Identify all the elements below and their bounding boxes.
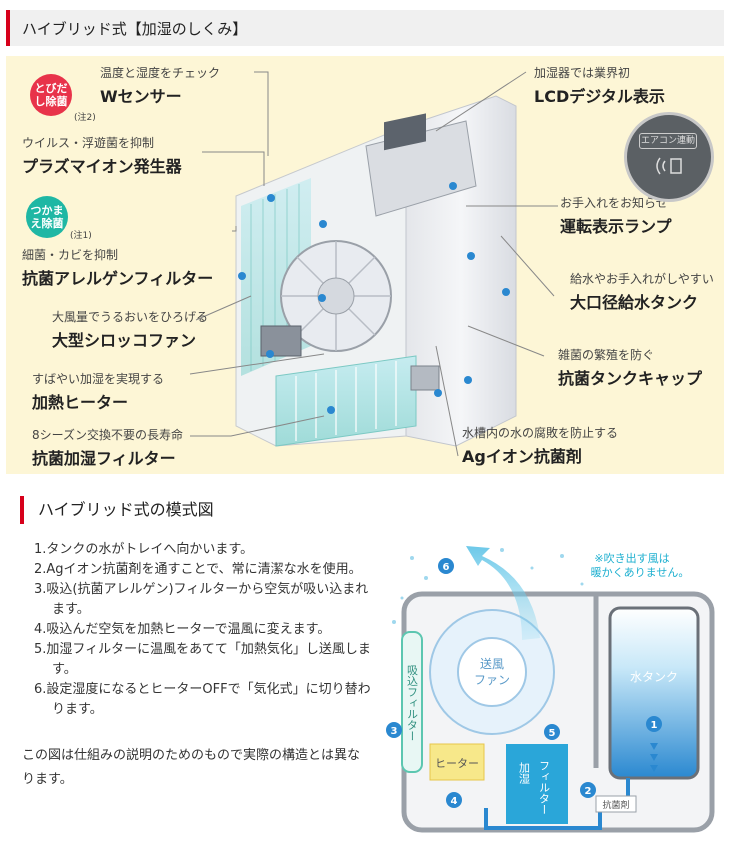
feature-sub: すばやい加湿を実現する: [32, 372, 165, 386]
diagram-note: この図は仕組みの説明のためのもので実際の構造とは異なります。: [22, 748, 361, 787]
sterilization-badge-catch: つかまえ除菌: [26, 196, 68, 238]
warm-note-1: ※吹き出す風は: [594, 551, 669, 565]
step-number-3: 3: [391, 726, 398, 737]
step-number-6: 6: [443, 562, 450, 573]
feature-sub: 雑菌の繁殖を防ぐ: [558, 348, 655, 362]
feature-sub: 8シーズン交換不要の長寿命: [32, 428, 184, 442]
feature-sub: 水槽内の水の腐敗を防止する: [462, 426, 619, 440]
tank-label: 水タンク: [630, 670, 678, 684]
aircon-link-button-illustration: エアコン連動: [624, 112, 714, 202]
section-title: ハイブリッド式【加湿のしくみ】: [22, 20, 248, 38]
feature-main: LCDデジタル表示: [534, 87, 665, 106]
callout-lines: [189, 71, 558, 457]
feature-water-tank: 給水やお手入れがしやすい 大口径給水タンク: [570, 270, 714, 313]
feature-sub: 大風量でうるおいをひろげる: [52, 310, 209, 324]
list-item: 1.タンクの水がトレイへ向かいます。: [34, 542, 254, 557]
feature-humid-filter: 8シーズン交換不要の長寿命 抗菌加湿フィルター: [32, 426, 183, 469]
section-title: ハイブリッド式の模式図: [38, 500, 214, 519]
list-item: 4.吸込んだ空気を加熱ヒーターで温風に変えます。: [34, 622, 331, 637]
feature-main: 大型シロッコファン: [52, 331, 197, 350]
feature-sub: ウイルス・浮遊菌を抑制: [22, 136, 155, 150]
badge-note: (注1): [70, 231, 92, 241]
antibac-label: 抗菌剤: [602, 799, 629, 811]
list-item: 6.設定湿度になるとヒーターOFFで「気化式」に切り替わります。: [34, 682, 371, 717]
feature-sub: 温度と湿度をチェック: [100, 66, 221, 80]
list-item: 5.加湿フィルターに温風をあてて「加熱気化」し送風します。: [34, 642, 371, 677]
section-header-diagram: ハイブリッド式の模式図: [20, 496, 214, 524]
badge-text: とびだし除菌: [34, 82, 68, 108]
warm-note-2: 暖かくありません。: [591, 566, 690, 579]
fan-label-2: ファン: [474, 673, 510, 687]
feature-status-lamp: お手入れをお知らせ 運転表示ランプ: [560, 194, 672, 237]
heater-label: ヒーター: [435, 757, 479, 770]
feature-main: Agイオン抗菌剤: [462, 447, 582, 466]
list-item: 3.吸込(抗菌アレルゲン)フィルターから空気が吸い込まれます。: [34, 582, 369, 617]
badge-text: つかまえ除菌: [30, 204, 64, 230]
section-header-mechanism: ハイブリッド式【加湿のしくみ】: [6, 10, 724, 46]
feature-sub: 細菌・カビを抑制: [22, 248, 119, 262]
feature-sub: 給水やお手入れがしやすい: [570, 272, 714, 286]
feature-ag-ion: 水槽内の水の腐敗を防止する Agイオン抗菌剤: [462, 424, 618, 467]
feature-sirocco-fan: 大風量でうるおいをひろげる 大型シロッコファン: [52, 308, 208, 351]
feature-main: 加熱ヒーター: [32, 393, 129, 412]
list-item: 2.Agイオン抗菌剤を通すことで、常に清潔な水を使用。: [34, 562, 362, 577]
feature-lcd-display: 加湿器では業界初 LCDデジタル表示: [534, 64, 665, 107]
feature-main: 抗菌加湿フィルター: [32, 449, 176, 468]
humid-filter-label-2: フィルター: [538, 760, 551, 815]
fan-label-1: 送風: [480, 656, 504, 671]
feature-sub: お手入れをお知らせ: [560, 196, 668, 210]
hybrid-schematic-diagram: 吸込フィルター 送風 ファン 水タンク ヒーター 加湿 フィルター 抗菌剤 1 …: [386, 546, 715, 833]
step-number-4: 4: [451, 796, 458, 807]
feature-heater: すばやい加湿を実現する 加熱ヒーター: [32, 370, 164, 413]
feature-tank-cap: 雑菌の繁殖を防ぐ 抗菌タンクキャップ: [558, 346, 702, 389]
humid-filter-label-1: 加湿: [518, 762, 531, 784]
feature-main: プラズマイオン発生器: [22, 157, 182, 176]
feature-main: Wセンサー: [100, 87, 182, 106]
intake-filter-label: 吸込フィルター: [406, 665, 419, 742]
feature-main: 抗菌タンクキャップ: [558, 369, 703, 388]
product-illustration-panel: とびだし除菌 (注2) つかまえ除菌 (注1) 温度と湿度をチェック Wセンサー…: [6, 56, 724, 474]
feature-allergen-filter: 細菌・カビを抑制 抗菌アレルゲンフィルター: [22, 246, 213, 289]
step-number-1: 1: [651, 720, 658, 731]
feature-main: 大口径給水タンク: [570, 293, 699, 312]
feature-w-sensor: 温度と湿度をチェック Wセンサー: [100, 64, 220, 107]
feature-sub: 加湿器では業界初: [534, 66, 631, 80]
aircon-label: エアコン連動: [639, 133, 697, 149]
feature-main: 抗菌アレルゲンフィルター: [22, 269, 214, 288]
step-number-5: 5: [549, 728, 556, 739]
wave-icon: [656, 157, 682, 175]
sterilization-badge-out: とびだし除菌: [30, 74, 72, 116]
feature-plasma-ion: ウイルス・浮遊菌を抑制 プラズマイオン発生器: [22, 134, 182, 177]
steps-list: 1.タンクの水がトレイへ向かいます。 2.Agイオン抗菌剤を通すことで、常に清潔…: [34, 540, 374, 720]
humidifier-illustration: [235, 95, 517, 447]
feature-main: 運転表示ランプ: [560, 217, 672, 236]
step-number-2: 2: [585, 786, 592, 797]
badge-note: (注2): [74, 113, 96, 123]
